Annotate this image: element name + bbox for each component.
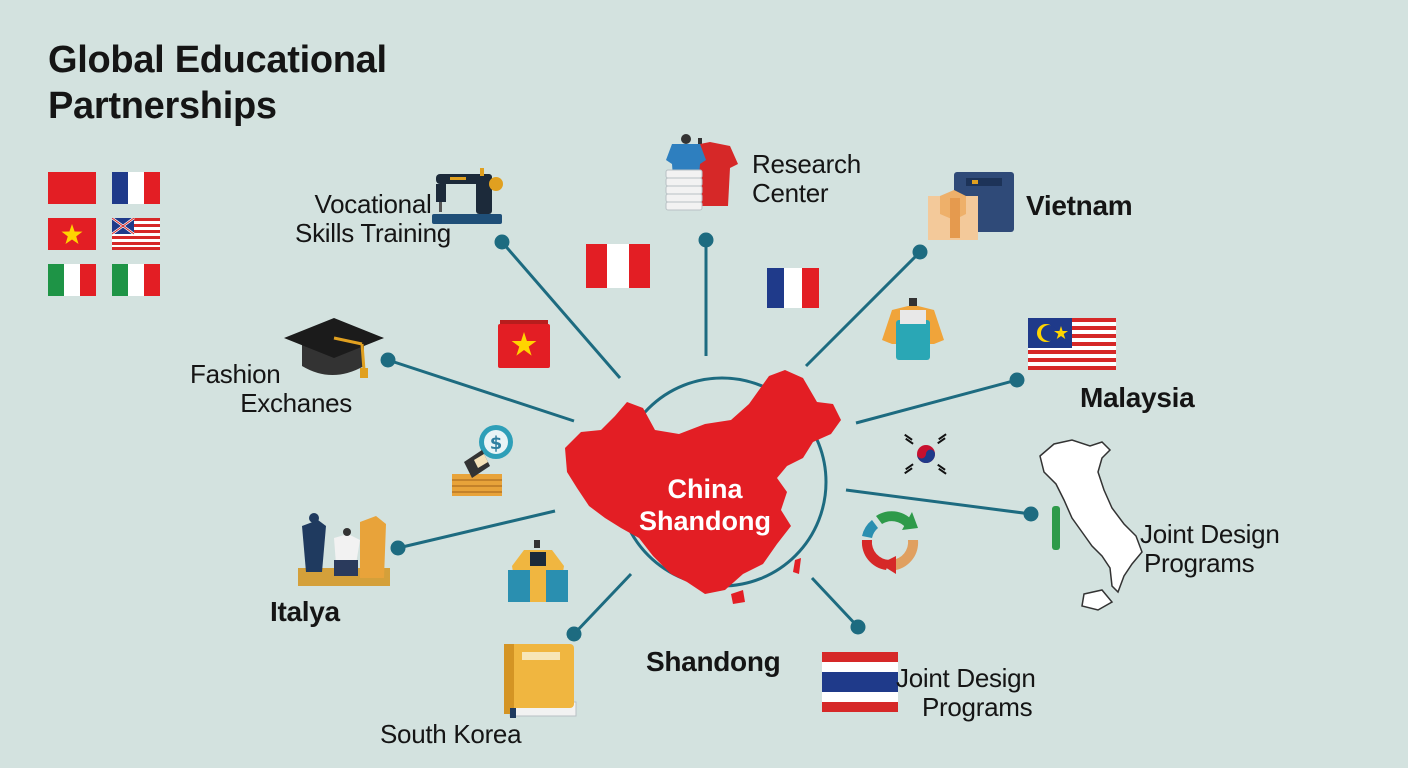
node-south-korea	[566, 626, 582, 642]
connector-malaysia	[855, 378, 1018, 425]
label-joint-design-bottom: Joint Design Programs	[896, 663, 1046, 723]
south-korea-flag	[902, 432, 950, 476]
label-vocational-line2: Skills Training	[295, 218, 451, 249]
center-line1: China	[667, 474, 743, 504]
usa-flag	[112, 218, 160, 250]
node-malaysia	[1009, 372, 1025, 388]
connector-joint-right	[845, 488, 1032, 516]
malaysia-flag	[1028, 318, 1116, 370]
italy-map-icon	[1039, 439, 1143, 611]
label-joint-bottom-line2: Programs	[922, 692, 1033, 723]
vietnam-flag	[48, 218, 96, 250]
label-research-center: Research Center	[752, 149, 882, 209]
page-title: Global Educational Partnerships	[48, 39, 387, 127]
france-flag-center	[767, 268, 819, 308]
thailand-flag	[822, 652, 898, 712]
node-vocational	[494, 234, 510, 250]
graduation-cap-icon	[284, 318, 384, 378]
vest-icon	[882, 298, 944, 360]
box-package-icon	[928, 172, 1014, 240]
italy-flag-2	[112, 264, 160, 296]
dollar-coin-icon: $	[452, 425, 513, 496]
node-joint-right	[1023, 506, 1039, 522]
svg-text:$: $	[490, 433, 503, 454]
label-joint-right-line2: Programs	[1144, 548, 1255, 579]
center-line2: Shandong	[639, 505, 771, 536]
center-label: China Shandong	[620, 474, 790, 538]
label-fashion-line2: Exchanes	[240, 388, 352, 419]
clothing-set-icon	[508, 540, 568, 602]
book-icon	[504, 644, 577, 718]
label-malaysia: Malaysia	[1080, 382, 1195, 413]
connector-fashion	[387, 358, 575, 423]
node-joint-bottom	[850, 619, 866, 635]
node-research	[698, 232, 714, 248]
recycle-arrows-icon	[861, 511, 919, 574]
label-vocational-skills: Vocational Skills Training	[288, 189, 458, 249]
label-italya: Italya	[270, 596, 340, 627]
china-map	[565, 370, 841, 604]
node-italya	[390, 540, 406, 556]
peru-flag	[586, 244, 650, 288]
vietnam-flag-center	[498, 320, 550, 368]
label-joint-bottom-line1: Joint Design	[896, 663, 1036, 693]
label-south-korea: South Korea	[380, 719, 522, 749]
label-fashion-line1: Fashion	[190, 359, 281, 389]
label-joint-right-line1: Joint Design	[1140, 519, 1280, 549]
connector-vocational	[500, 241, 622, 379]
connector-vietnam	[804, 250, 922, 368]
label-shandong: Shandong	[646, 646, 781, 677]
label-vietnam: Vietnam	[1026, 190, 1133, 221]
connector-italya	[397, 509, 556, 550]
label-joint-design-right: Joint Design Programs	[1140, 519, 1300, 579]
sewing-machine-icon	[432, 168, 503, 224]
node-fashion	[380, 352, 396, 368]
label-fashion-exchanes: Fashion Exchanes	[186, 359, 366, 419]
france-flag	[112, 172, 160, 204]
garments-icon	[665, 134, 738, 211]
node-vietnam	[912, 244, 928, 260]
label-research-line2: Center	[752, 178, 829, 209]
italy-flag	[48, 264, 96, 296]
label-vocational-line1: Vocational	[314, 189, 432, 219]
china-flag	[48, 172, 96, 204]
connector-south-korea	[572, 572, 633, 636]
label-research-line1: Research	[752, 149, 861, 179]
connector-joint-bottom	[810, 576, 860, 629]
mannequins-icon	[298, 513, 390, 586]
